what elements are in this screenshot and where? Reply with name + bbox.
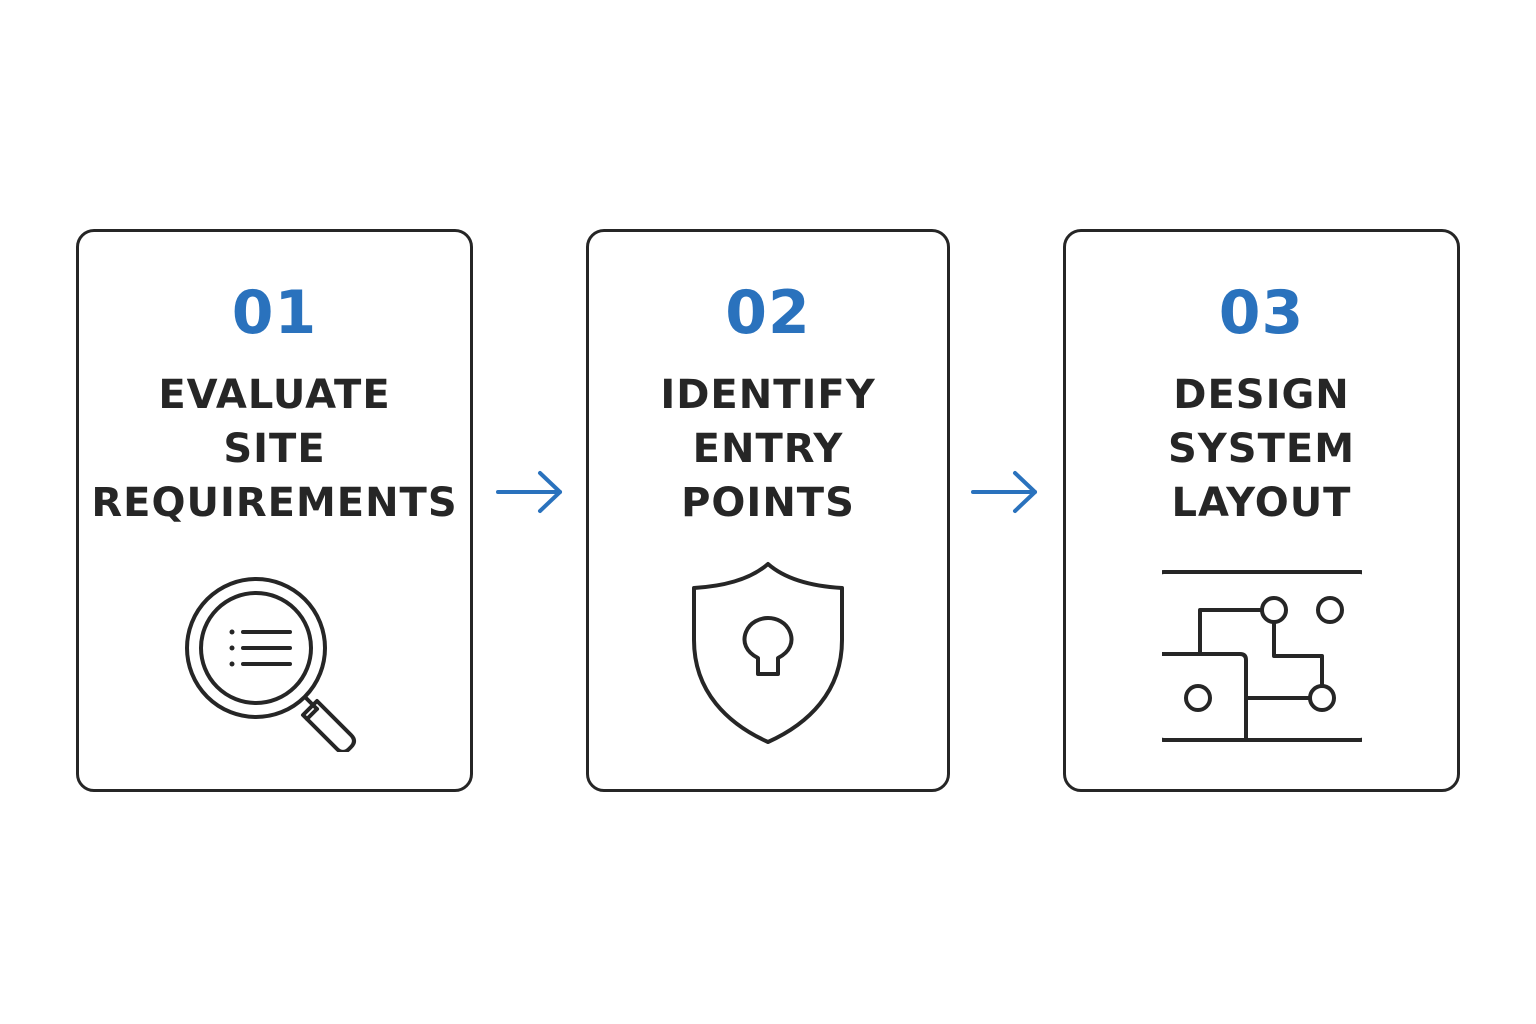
step-card-3: 03 DESIGN SYSTEM LAYOUT <box>1063 229 1460 792</box>
arrow-right-icon <box>494 468 566 516</box>
step-number: 02 <box>725 278 811 348</box>
step-title-line: LAYOUT <box>1171 480 1352 526</box>
step-title-line: ENTRY <box>692 426 844 472</box>
step-title: IDENTIFY ENTRY POINTS <box>589 368 947 530</box>
arrow-right-icon <box>969 468 1041 516</box>
step-number: 03 <box>1218 278 1305 348</box>
step-card-1: 01 EVALUATE SITE REQUIREMENTS <box>76 229 473 792</box>
step-title: EVALUATE SITE REQUIREMENTS <box>79 368 470 530</box>
step-title-line: EVALUATE <box>158 372 391 418</box>
shield-keyhole-icon <box>668 552 868 752</box>
step-title-line: REQUIREMENTS <box>91 480 458 526</box>
circuit-layout-icon <box>1161 552 1362 752</box>
step-title: DESIGN SYSTEM LAYOUT <box>1066 368 1457 530</box>
magnifier-list-icon <box>175 552 375 752</box>
step-title-line: POINTS <box>681 480 855 526</box>
step-title-line: SITE <box>223 426 326 472</box>
step-title-line: SYSTEM <box>1168 426 1355 472</box>
step-title-line: DESIGN <box>1173 372 1350 418</box>
step-number: 01 <box>231 278 318 348</box>
step-card-2: 02 IDENTIFY ENTRY POINTS <box>586 229 950 792</box>
step-title-line: IDENTIFY <box>660 372 876 418</box>
